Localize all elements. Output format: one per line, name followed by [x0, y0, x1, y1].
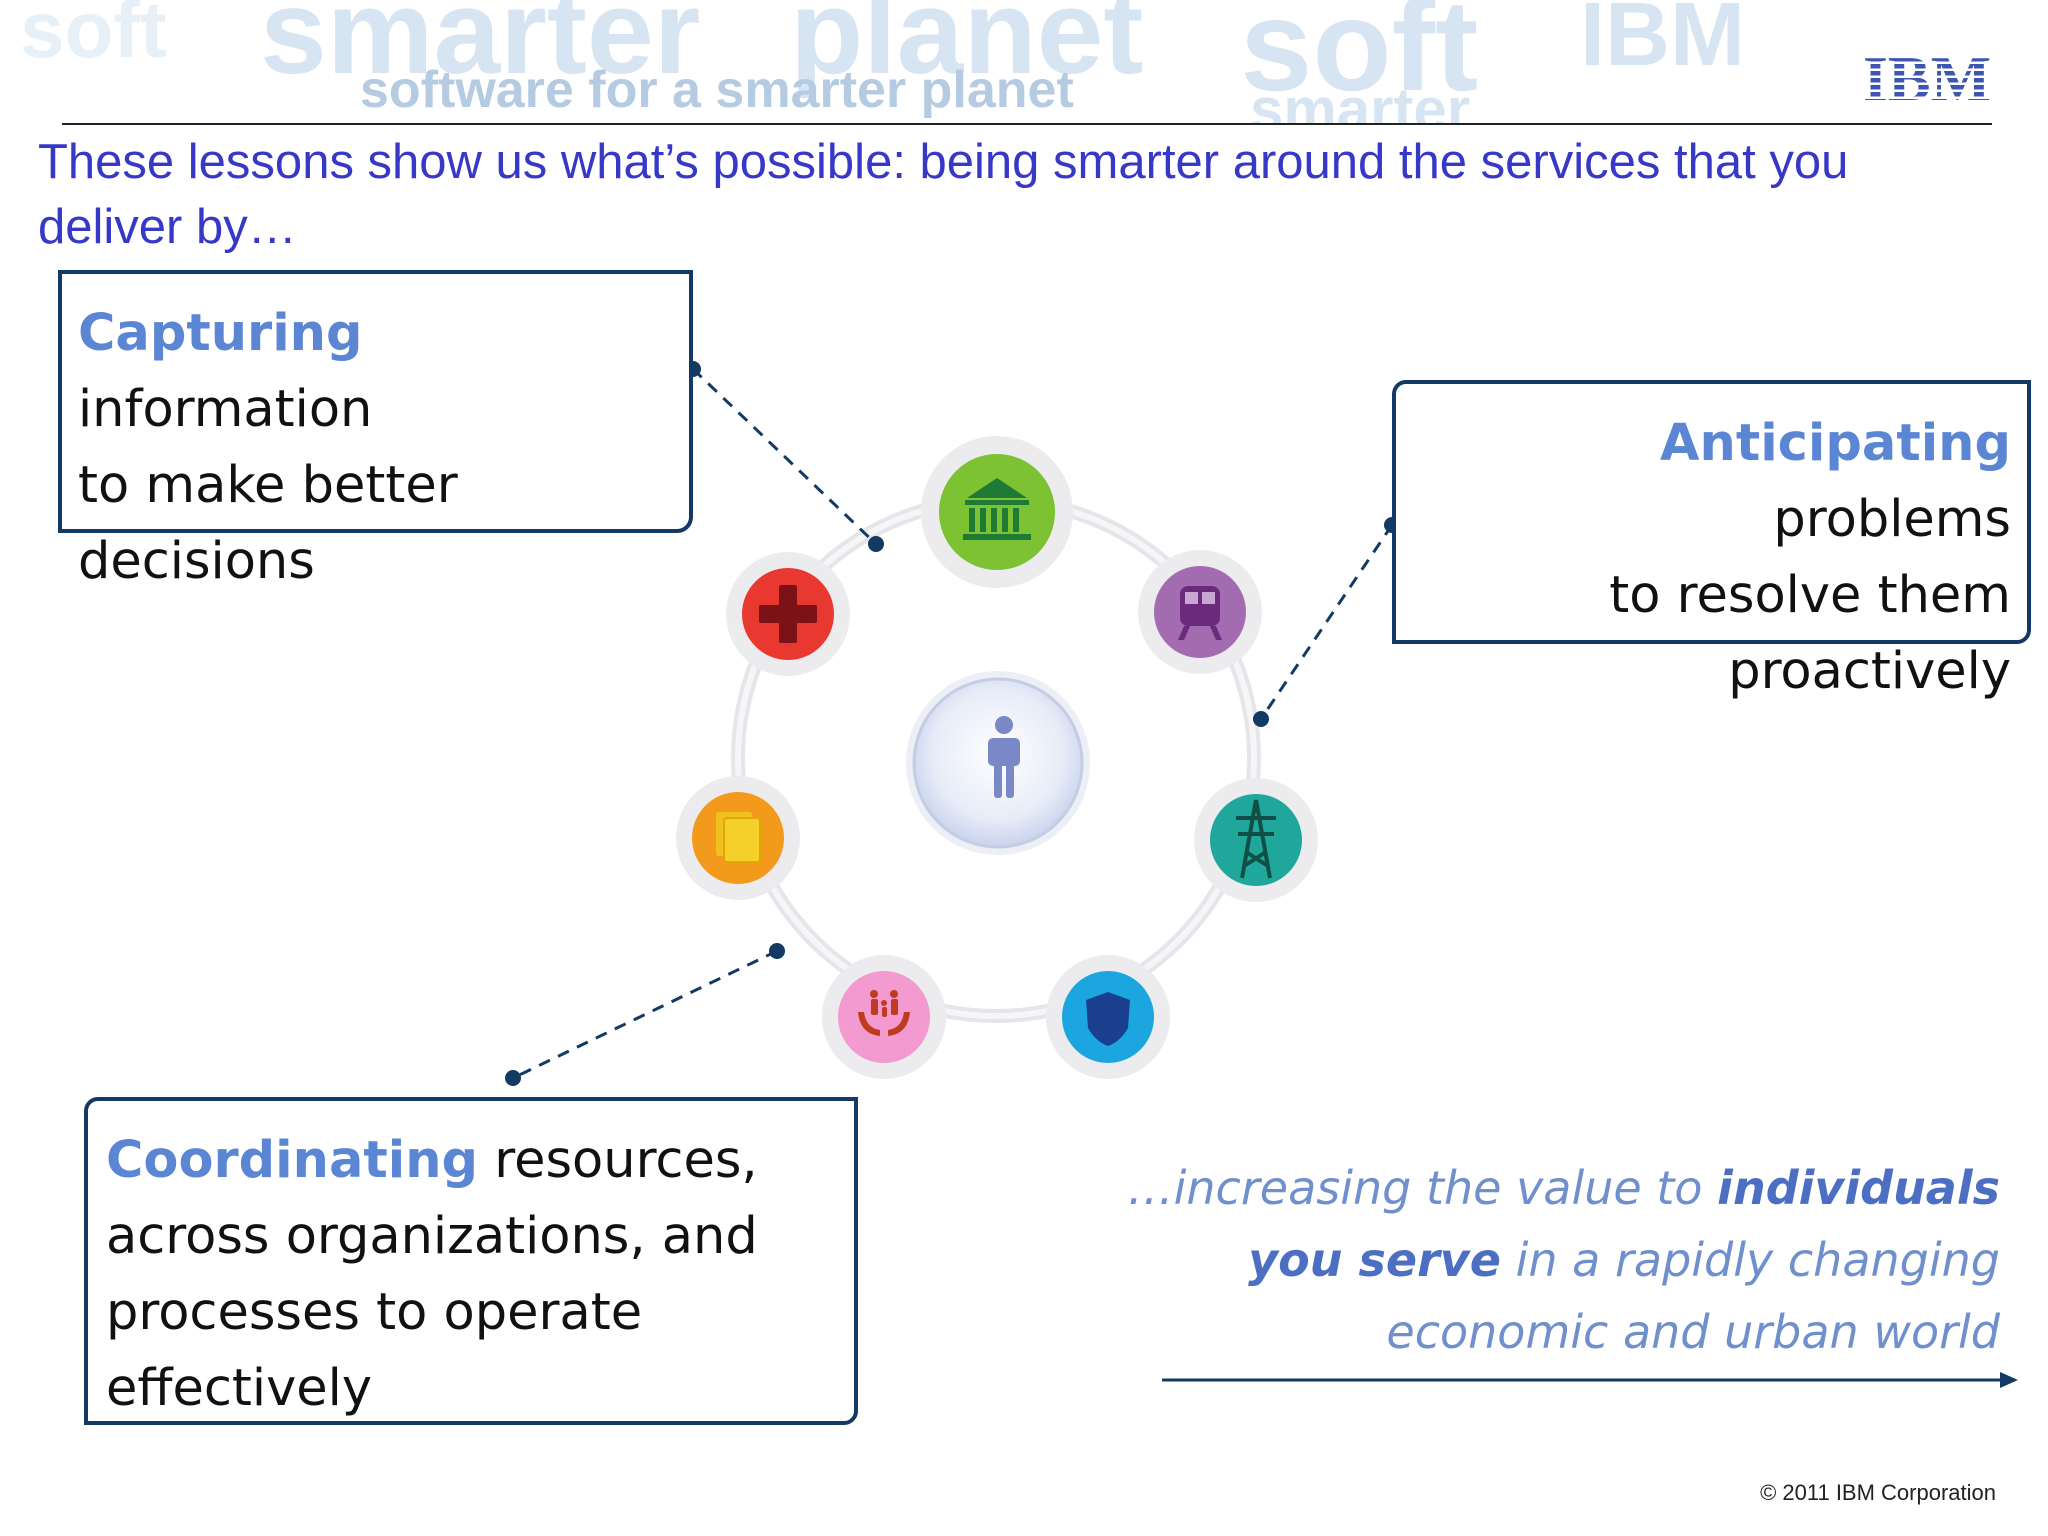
tagline-line: you serve in a rapidly changing	[1100, 1224, 2000, 1296]
connector-coordinating	[512, 949, 778, 1080]
callout-text: information	[78, 380, 373, 439]
tagline-line: economic and urban world	[1386, 1305, 2000, 1359]
value-tagline: …increasing the value to individuals you…	[1100, 1152, 2000, 1368]
callout-text: problems	[1773, 490, 2011, 549]
tagline-text: in a rapidly changing	[1500, 1233, 2000, 1287]
keyword-capturing: Capturing	[78, 304, 363, 363]
banner-word: planet	[790, 0, 1144, 99]
health-cross-icon	[759, 585, 817, 643]
banner-word: smarter	[1250, 76, 1471, 126]
node-public-safety	[1046, 955, 1170, 1079]
callout-line: decisions	[78, 532, 315, 591]
callout-coordinating: Coordinating resources, across organizat…	[84, 1097, 858, 1425]
banner-word: soft	[1240, 0, 1479, 118]
copyright: © 2011 IBM Corporation	[1760, 1480, 1996, 1505]
connector-anticipating	[1259, 524, 1394, 720]
tagline-emphasis: you serve	[1248, 1233, 1501, 1287]
banner-tagline: software for a smarter planet	[360, 61, 1074, 119]
police-shield-icon	[1086, 992, 1130, 1046]
ibm-logo: IBM	[1860, 43, 1995, 114]
government-icon	[963, 478, 1031, 540]
keyword-anticipating: Anticipating	[1660, 414, 2011, 473]
documents-icon	[716, 812, 761, 863]
power-tower-icon	[1236, 799, 1276, 879]
banner-word: IBM	[1580, 0, 1745, 85]
svg-text:IBM: IBM	[1863, 50, 1991, 106]
node-transport	[1138, 550, 1262, 674]
connector-dot	[769, 943, 785, 959]
header-banner: smarter planet soft IBM smarter soft sof…	[0, 0, 2048, 125]
node-social-services	[822, 955, 946, 1079]
callout-line: proactively	[1728, 642, 2011, 701]
callout-line: Anticipating problems	[1412, 406, 2011, 558]
callout-line: across organizations, and	[106, 1207, 758, 1266]
callout-line: to make better	[78, 456, 458, 515]
node-education	[676, 776, 800, 900]
node-government	[921, 436, 1073, 588]
person-icon	[988, 716, 1020, 798]
node-healthcare	[726, 552, 850, 676]
tagline-line: …increasing the value to individuals	[1100, 1152, 2000, 1224]
banner-word: soft	[20, 0, 167, 74]
connector-dot	[505, 1070, 521, 1086]
tagline-emphasis: individuals	[1717, 1161, 2000, 1215]
callout-text: resources,	[478, 1131, 758, 1190]
callout-line: processes to operate	[106, 1283, 643, 1342]
header-divider	[62, 123, 1992, 125]
callout-line: effectively	[106, 1359, 373, 1418]
center-node	[906, 671, 1090, 855]
train-icon	[1178, 586, 1222, 640]
banner-word: smarter	[260, 0, 701, 99]
callout-line: to resolve them	[1609, 566, 2011, 625]
connector-capturing	[691, 367, 878, 546]
callout-capturing: Capturing information to make better dec…	[58, 270, 693, 591]
keyword-coordinating: Coordinating	[106, 1131, 479, 1190]
headline: These lessons show us what’s possible: b…	[38, 135, 1849, 254]
callout-anticipating: Anticipating problems to resolve them pr…	[1392, 380, 2031, 701]
family-care-icon	[858, 990, 910, 1036]
connector-dot	[1253, 711, 1269, 727]
connector-dot	[868, 536, 884, 552]
tagline-arrow	[1162, 1372, 2018, 1388]
tagline-text: …increasing the value to	[1127, 1161, 1718, 1215]
callout-line: Capturing information	[78, 296, 673, 448]
node-utilities	[1194, 778, 1318, 902]
callout-line: Coordinating resources,	[106, 1123, 838, 1199]
